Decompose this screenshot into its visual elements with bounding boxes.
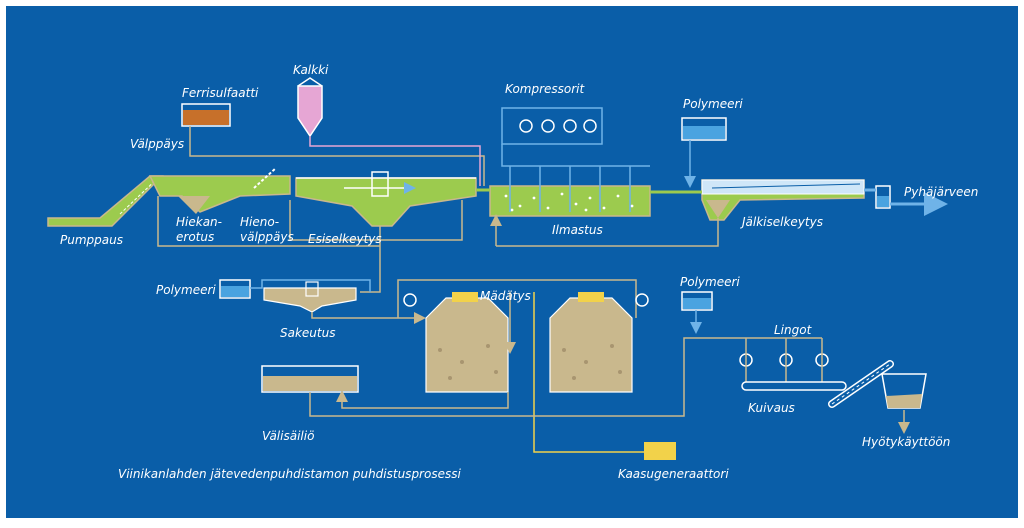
ferrisulfate-tank [181,103,231,127]
grit-removal-basin [148,167,291,214]
label-kuivaus: Kuivaus [748,401,795,415]
secondary-clarifier [701,179,865,221]
label-hienovalppays-1: Hieno- [240,215,279,229]
label-kalkki: Kalkki [293,63,329,77]
polymer-tank-left [219,279,371,299]
label-kaasugeneraattori: Kaasugeneraattori [618,467,729,481]
label-hiekanerotus-1: Hiekan- [176,215,222,229]
polymer-tank-top [681,117,727,188]
centrifuges [739,337,829,382]
digester-left [425,292,509,393]
label-lingot: Lingot [774,323,813,337]
label-hiekanerotus-2: erotus [176,230,214,244]
label-hienovalppays-2: välppäys [240,230,294,244]
digester-right [549,292,633,393]
label-pumppaus: Pumppaus [60,233,123,247]
primary-clarifier [295,171,477,227]
label-sakeutus: Sakeutus [280,326,335,340]
compressor-unit [501,107,650,212]
diagram-background [6,6,1018,518]
digester-pumps [397,279,649,354]
diagram-caption: Viinikanlahden jätevedenpuhdistamon puhd… [118,467,461,481]
biogas-line [533,292,644,453]
sludge-thickener [263,281,426,324]
label-polymeeri-left: Polymeeri [156,283,216,297]
outlet-weir [864,185,948,216]
label-pyhajarveen: Pyhäjärveen [904,185,978,199]
gas-generator [644,442,676,460]
lime-silo [297,77,323,138]
label-jalkiselkeytys: Jälkiselkeytys [740,215,823,229]
label-valppays: Välppäys [130,137,184,151]
intermediate-tank [261,337,744,417]
label-ferrisulfaatti: Ferrisulfaatti [182,86,259,100]
label-polymeeri-right: Polymeeri [680,275,740,289]
main-flow-lines [157,126,719,247]
primary-sludge-line [360,226,381,293]
drying-conveyor [741,360,894,408]
label-valisailio: Välisäiliö [262,429,314,443]
label-ilmastus: Ilmastus [552,223,603,237]
final-sludge-bin [881,373,927,434]
label-madatys: Mädätys [480,289,531,303]
label-esiselkeytys: Esiselkeytys [308,232,382,246]
label-polymeeri-top: Polymeeri [683,97,743,111]
polymer-tank-right [681,291,713,334]
label-hyotykayttoon: Hyötykäyttöön [862,435,950,449]
label-kompressorit: Kompressorit [505,82,586,96]
